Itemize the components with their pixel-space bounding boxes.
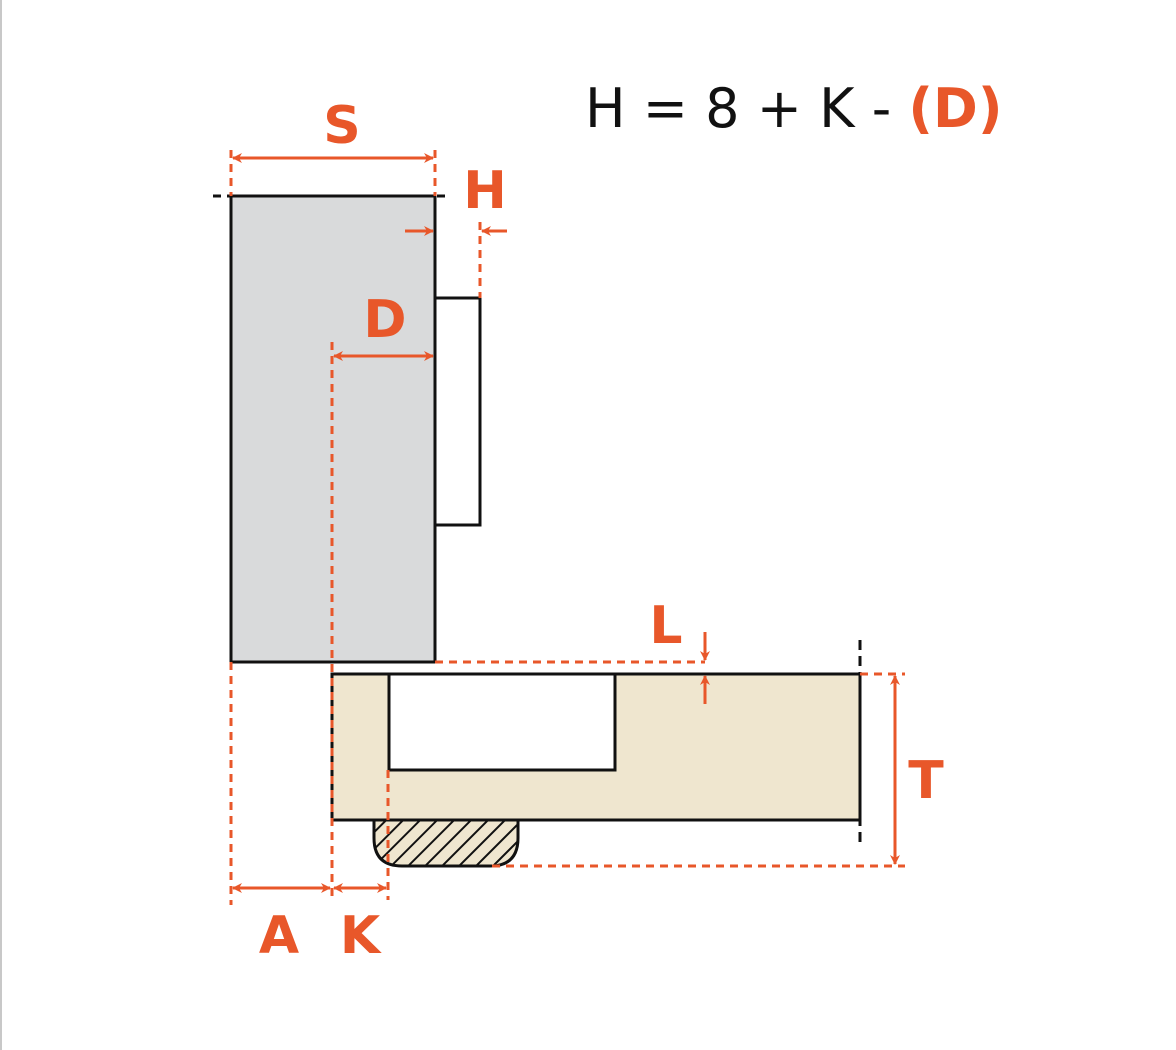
label-d: D: [363, 290, 406, 350]
label-l: L: [649, 596, 682, 656]
label-t: T: [908, 751, 944, 811]
hinge-cup-hole: [387, 672, 617, 772]
label-k: K: [340, 906, 382, 966]
formula: H = 8 + K - (D): [585, 77, 1003, 140]
hatched-profile: [372, 818, 520, 868]
dimension-guides: [229, 150, 905, 905]
label-s: S: [323, 96, 360, 156]
label-a: A: [259, 906, 299, 966]
label-h: H: [463, 161, 507, 221]
hinge-plate: [433, 296, 482, 527]
